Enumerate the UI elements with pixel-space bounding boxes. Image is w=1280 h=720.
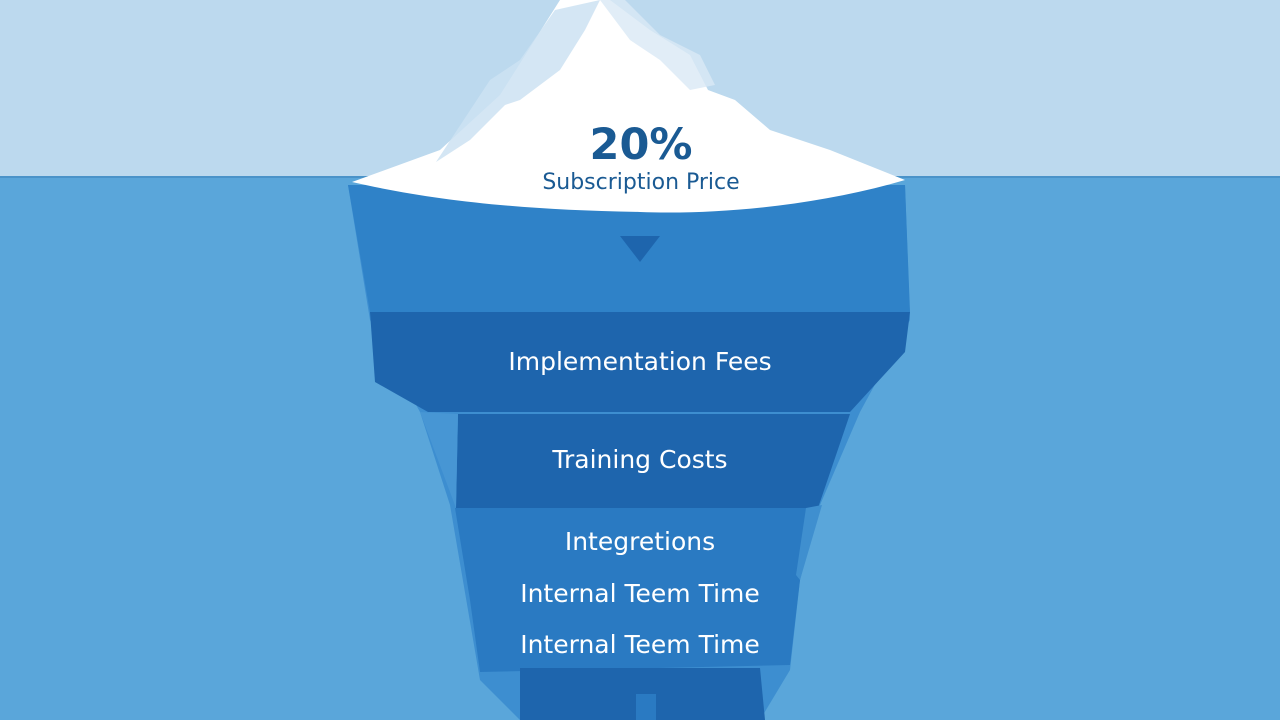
iceberg-tip-shade [436, 0, 600, 162]
tip-percentage: 20% [589, 120, 693, 170]
layer-label-internal-team-time-1: Internal Teem Time [520, 579, 760, 608]
layer-label-integrations: Integretions [564, 527, 716, 556]
iceberg-tip [352, 0, 905, 213]
iceberg-tip-shade-2 [600, 0, 715, 90]
layer-lower-body [455, 508, 806, 672]
layer-implementation-fees [370, 312, 910, 412]
iceberg-facet-left [420, 412, 458, 508]
iceberg-facet-right [796, 505, 822, 580]
tip-label: Subscription Price [542, 170, 740, 195]
layer-label-implementation-fees: Implementation Fees [508, 347, 772, 376]
iceberg-base-notch [636, 694, 656, 720]
layer-training-costs [456, 414, 850, 508]
iceberg-band-top [348, 185, 910, 312]
layer-label-internal-team-time-2: Internal Teem Time [520, 630, 760, 659]
down-arrow-icon [620, 236, 660, 262]
layer-label-training-costs: Training Costs [552, 445, 728, 474]
